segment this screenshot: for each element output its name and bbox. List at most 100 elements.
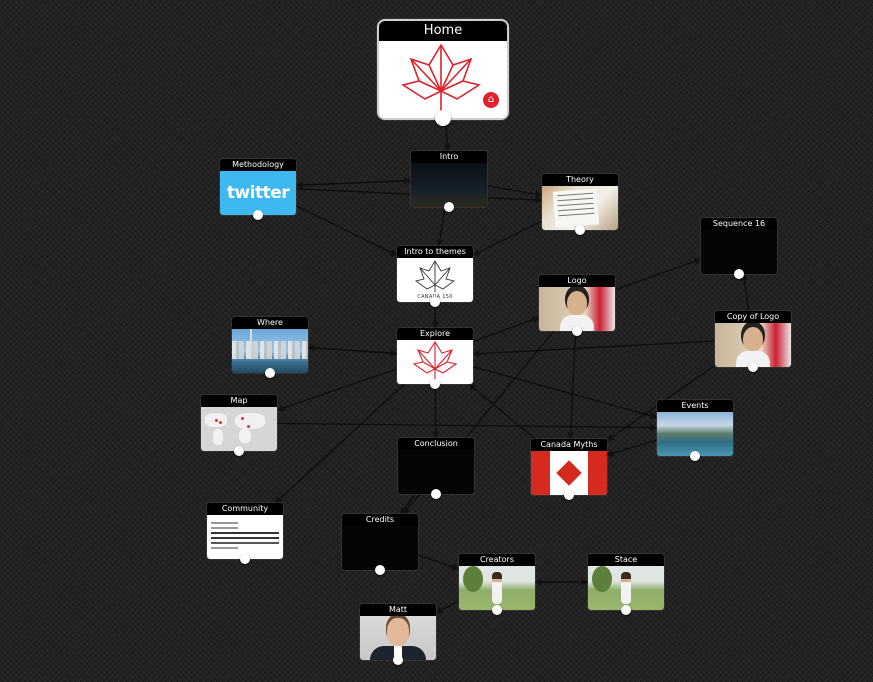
node-logo[interactable]: Logo — [539, 275, 615, 336]
black-thumbnail — [342, 526, 418, 570]
maple-leaf-logo-icon: ⌂ — [379, 41, 507, 118]
woman-in-park-thumbnail — [459, 566, 535, 610]
node-title: Sequence 16 — [701, 218, 777, 230]
node-title: Creators — [459, 554, 535, 566]
edge-methodology-to-intro — [295, 177, 412, 187]
node-where[interactable]: Where — [232, 317, 308, 378]
connector-port[interactable] — [572, 326, 582, 336]
node-events[interactable]: Events — [657, 400, 733, 461]
edge-theory-to-intro_themes — [472, 220, 543, 256]
node-theory[interactable]: Theory — [542, 174, 618, 235]
edge-explore-to-community — [274, 383, 406, 504]
edge-intro-to-intro_themes — [436, 206, 446, 247]
connector-port[interactable] — [430, 297, 440, 307]
node-map[interactable]: Map — [201, 395, 277, 456]
connector-port[interactable] — [690, 451, 700, 461]
node-title: Matt — [360, 604, 436, 616]
edge-conclusion-to-credits — [400, 493, 416, 515]
edge-methodology-to-intro_themes — [295, 205, 398, 256]
edge-map-to-events — [276, 422, 658, 432]
node-title: Community — [207, 503, 283, 515]
edge-intro-to-methodology — [295, 179, 412, 189]
node-title: Map — [201, 395, 277, 407]
node-title: Conclusion — [398, 438, 474, 450]
woman-with-flag-thumbnail — [715, 323, 791, 367]
edge-logo-to-canada_myths — [567, 330, 577, 440]
connector-port[interactable] — [430, 379, 440, 389]
node-matt[interactable]: Matt — [360, 604, 436, 665]
node-creators[interactable]: Creators — [459, 554, 535, 615]
black-thumbnail — [701, 230, 777, 274]
node-title: Copy of Logo — [715, 311, 791, 323]
node-conclusion[interactable]: Conclusion — [398, 438, 474, 499]
edge-explore-to-events — [472, 365, 658, 420]
edge-creators-to-matt — [435, 600, 460, 614]
connector-port[interactable] — [444, 202, 454, 212]
node-credits[interactable]: Credits — [342, 514, 418, 575]
handwritten-notes-thumbnail — [542, 186, 618, 230]
edge-events-to-canada_myths — [606, 439, 658, 457]
connector-port[interactable] — [234, 446, 244, 456]
node-methodology[interactable]: Methodology twitter — [220, 159, 296, 220]
connector-port[interactable] — [265, 368, 275, 378]
edge-credits-to-creators — [417, 554, 460, 571]
edge-explore-to-map — [276, 368, 398, 412]
node-title: Home — [379, 21, 507, 41]
edge-where-to-explore — [307, 346, 398, 357]
edge-explore-to-logo — [472, 316, 540, 343]
woman-in-park-thumbnail — [588, 566, 664, 610]
node-title: Where — [232, 317, 308, 329]
node-home[interactable]: Home ⌂ — [377, 19, 509, 126]
social-post-thumbnail — [207, 515, 283, 559]
woman-with-flag-thumbnail — [539, 287, 615, 331]
connector-port[interactable] — [375, 565, 385, 575]
edge-copy_logo-to-explore — [472, 340, 716, 358]
node-title: Intro — [411, 151, 487, 163]
node-intro-to-themes[interactable]: Intro to themes CANADA 150 — [397, 246, 473, 307]
mountain-lake-thumbnail — [657, 412, 733, 456]
edge-logo-to-sequence16 — [614, 258, 702, 291]
node-intro[interactable]: Intro — [411, 151, 487, 212]
connector-port[interactable] — [564, 490, 574, 500]
node-title: Methodology — [220, 159, 296, 171]
node-stace[interactable]: Stace — [588, 554, 664, 615]
node-title: Theory — [542, 174, 618, 186]
node-title: Intro to themes — [397, 246, 473, 258]
node-title: Events — [657, 400, 733, 412]
canada-flag-thumbnail — [531, 451, 607, 495]
black-thumbnail — [398, 450, 474, 494]
connector-port[interactable] — [492, 605, 502, 615]
twitter-wordmark: twitter — [226, 183, 290, 203]
node-canada-myths[interactable]: Canada Myths — [531, 439, 607, 500]
node-community[interactable]: Community — [207, 503, 283, 564]
twitter-logo-icon: twitter — [220, 171, 296, 215]
node-title: Credits — [342, 514, 418, 526]
connector-port[interactable] — [575, 225, 585, 235]
maple-leaf-logo-icon — [397, 340, 473, 384]
edge-intro-to-theory — [486, 185, 543, 198]
home-icon: ⌂ — [483, 92, 499, 108]
connector-port[interactable] — [240, 554, 250, 564]
node-sequence-16[interactable]: Sequence 16 — [701, 218, 777, 279]
edge-canada_myths-to-explore — [468, 383, 536, 440]
edge-copy_logo-to-sequence16 — [740, 273, 750, 312]
world-map-thumbnail — [201, 407, 277, 451]
canada-150-logo-icon: CANADA 150 — [397, 258, 473, 302]
node-copy-of-logo[interactable]: Copy of Logo — [715, 311, 791, 372]
connector-port[interactable] — [621, 605, 631, 615]
node-title: Canada Myths — [531, 439, 607, 451]
node-explore[interactable]: Explore — [397, 328, 473, 389]
connector-port[interactable] — [393, 655, 403, 665]
connector-port[interactable] — [435, 110, 451, 126]
parliament-night-thumbnail — [411, 163, 487, 207]
node-title: Stace — [588, 554, 664, 566]
connector-port[interactable] — [253, 210, 263, 220]
node-title: Explore — [397, 328, 473, 340]
man-portrait-thumbnail — [360, 616, 436, 660]
connector-port[interactable] — [748, 362, 758, 372]
edge-explore-to-where — [307, 344, 398, 355]
connector-port[interactable] — [431, 489, 441, 499]
connector-port[interactable] — [734, 269, 744, 279]
node-title: Logo — [539, 275, 615, 287]
